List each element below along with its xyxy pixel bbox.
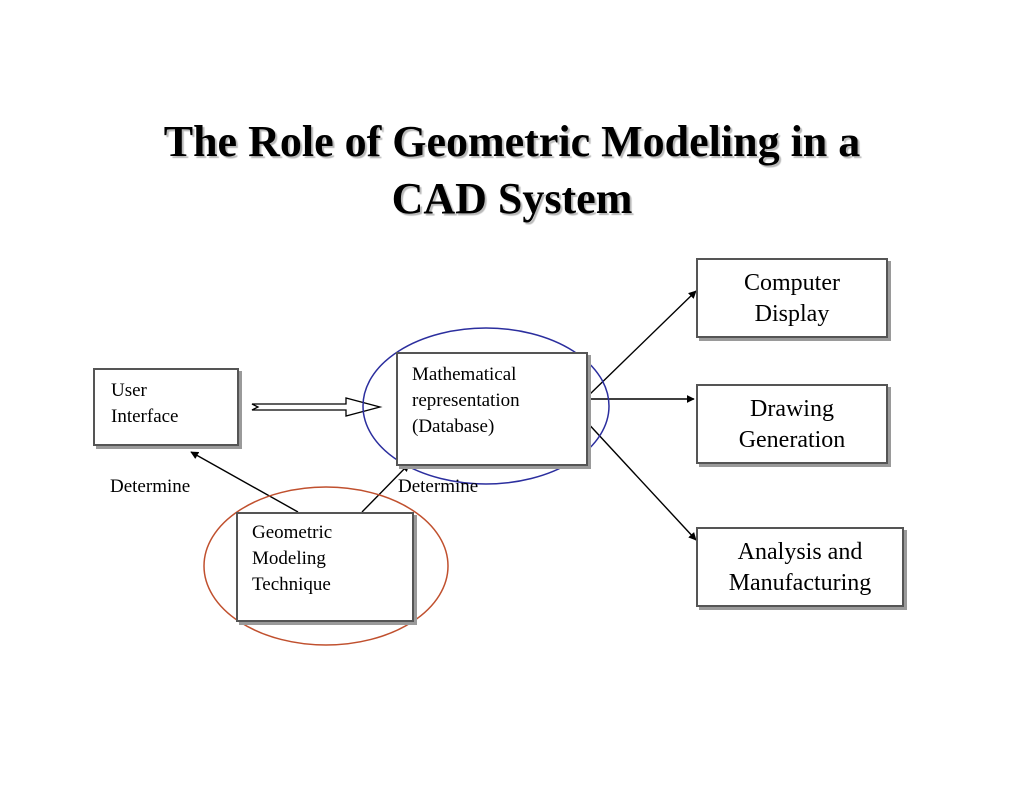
geometric-line-2: Modeling [252,548,326,569]
arrow-geometric-to-user-interface [190,451,299,513]
computer-display-line-1: Computer [744,270,840,296]
arrow-database-to-computer-display [587,290,697,397]
determine-label-left: Determine [110,476,191,497]
computer-display-line-2: Display [754,301,830,327]
math-repr-line-3: (Database) [412,416,495,437]
analysis-line-2: Manufacturing [728,570,872,596]
slide-title-line-1: The Role of Geometric Modeling in a [163,117,861,166]
math-repr-line-1: Mathematical [412,364,517,385]
analysis-line-1: Analysis and [737,539,863,565]
geometric-line-1: Geometric [252,522,333,543]
mathematical-representation-box: Mathematical representation (Database) [396,352,588,466]
geometric-line-3: Technique [252,574,331,595]
arrow-database-to-analysis [583,418,697,541]
drawing-generation-line-2: Generation [738,427,846,453]
drawing-generation-line-1: Drawing [750,396,834,422]
block-arrow-ui-to-database [251,397,383,417]
drawing-generation-box: Drawing Generation [696,384,888,464]
slide-title-line-2: CAD System [391,174,633,223]
user-interface-box: User Interface [93,368,239,446]
analysis-manufacturing-box: Analysis and Manufacturing [696,527,904,607]
user-interface-line-2: Interface [111,406,179,427]
geometric-modeling-technique-box: Geometric Modeling Technique [236,512,414,622]
user-interface-line-1: User [111,380,147,401]
math-repr-line-2: representation [412,390,520,411]
determine-label-right: Determine [398,476,479,497]
computer-display-box: Computer Display [696,258,888,338]
